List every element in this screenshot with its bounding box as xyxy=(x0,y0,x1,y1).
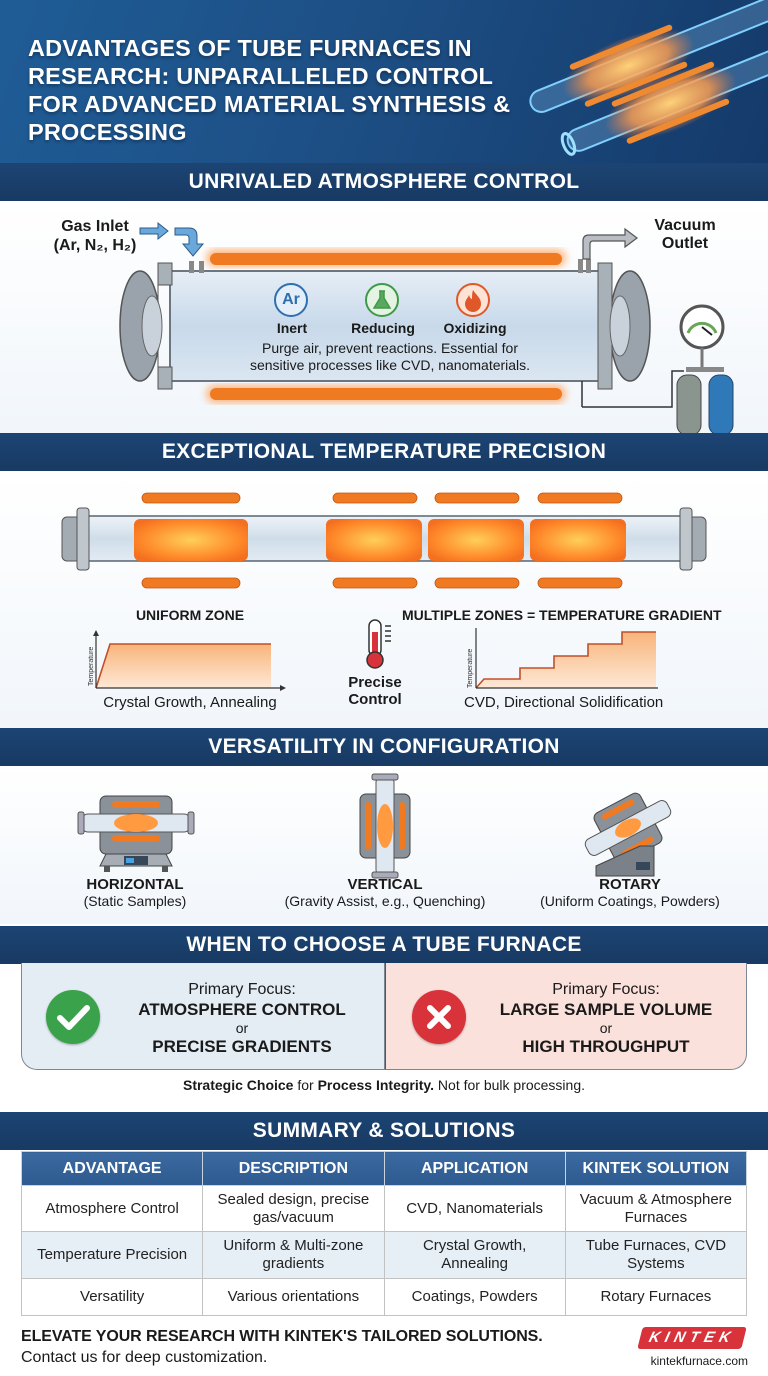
uniform-zone-caption: Crystal Growth, Annealing xyxy=(103,694,277,711)
table-cell: Atmosphere Control xyxy=(20,1185,204,1232)
config-name-rotary: ROTARY xyxy=(599,876,661,893)
config-desc-horizontal: (Static Samples) xyxy=(83,893,187,909)
uniform-zone-title: UNIFORM ZONE xyxy=(135,607,245,623)
no-focus-label: Primary Focus: xyxy=(552,981,660,998)
no-focus-line1: LARGE SAMPLE VOLUME xyxy=(499,1000,713,1019)
svg-text:Temperature: Temperature xyxy=(467,649,474,688)
horizontal-furnace-icon xyxy=(77,795,195,872)
heating-zone xyxy=(326,519,422,561)
yes-focus-line1: ATMOSPHERE CONTROL xyxy=(138,1000,346,1019)
config-desc-vertical: (Gravity Assist, e.g., Quenching) xyxy=(284,893,486,909)
multi-zone-caption: CVD, Directional Solidification xyxy=(464,694,664,711)
flask-icon xyxy=(365,283,399,317)
argon-icon: Ar xyxy=(274,283,308,317)
gradient-zone-chart: Temperature xyxy=(467,628,658,689)
rotary-furnace-icon xyxy=(584,792,672,877)
vacuum-outlet-arrow-icon xyxy=(582,227,638,260)
table-row: Temperature Precision Uniform & Multi-zo… xyxy=(20,1231,748,1279)
choose-note: Strategic Choice for Process Integrity. … xyxy=(182,1077,586,1093)
gas-cylinder-icon xyxy=(676,374,702,433)
mode-label-inert: Inert xyxy=(276,320,308,336)
kintek-logo[interactable]: KINTEK xyxy=(637,1327,747,1349)
thermometer-icon xyxy=(366,619,391,669)
table-cell: Uniform & Multi-zone gradients xyxy=(202,1231,385,1279)
heating-zone xyxy=(134,519,248,561)
table-row: Atmosphere Control Sealed design, precis… xyxy=(20,1185,748,1232)
hero-banner: ADVANTAGES OF TUBE FURNACES IN RESEARCH:… xyxy=(0,0,768,163)
no-or: or xyxy=(599,1020,613,1036)
heating-zone xyxy=(530,519,626,561)
svg-text:Temperature: Temperature xyxy=(88,647,95,686)
table-cell: Various orientations xyxy=(202,1278,385,1316)
website-link[interactable]: kintekfurnace.com xyxy=(650,1354,748,1368)
glowing-tubes-illustration xyxy=(529,0,768,156)
choose-yes-panel: Primary Focus: ATMOSPHERE CONTROL or PRE… xyxy=(21,963,385,1070)
cross-icon xyxy=(412,990,466,1044)
yes-focus-label: Primary Focus: xyxy=(188,981,296,998)
table-header-row: ADVANTAGE DESCRIPTION APPLICATION KINTEK… xyxy=(20,1151,748,1186)
heating-zone xyxy=(428,519,524,561)
footer-subtext: Contact us for deep customization. xyxy=(21,1349,268,1366)
table-cell: Temperature Precision xyxy=(20,1231,204,1279)
column-header: APPLICATION xyxy=(383,1151,566,1186)
yes-or: or xyxy=(235,1020,249,1036)
mode-label-reducing: Reducing xyxy=(351,320,415,336)
gas-inlet-label: Gas Inlet (Ar, N₂, H₂) xyxy=(53,218,137,254)
gas-inlet-arrow-icon xyxy=(139,221,169,241)
section-heading-temperature: EXCEPTIONAL TEMPERATURE PRECISION xyxy=(0,433,768,471)
precise-control-label: Precise Control xyxy=(348,674,402,708)
multi-zone-title: MULTIPLE ZONES = TEMPERATURE GRADIENT xyxy=(402,607,722,623)
mode-label-oxidizing: Oxidizing xyxy=(443,320,507,336)
section-heading-choose: WHEN TO CHOOSE A TUBE FURNACE xyxy=(0,926,768,964)
config-name-vertical: VERTICAL xyxy=(347,876,423,893)
page-title: ADVANTAGES OF TUBE FURNACES IN RESEARCH:… xyxy=(28,35,511,145)
column-header: DESCRIPTION xyxy=(202,1151,385,1186)
vacuum-outlet-label: Vacuum Outlet xyxy=(654,217,716,252)
table-cell: Sealed design, precise gas/vacuum xyxy=(202,1185,385,1232)
uniform-zone-chart: Temperature xyxy=(88,630,286,691)
table-cell: Versatility xyxy=(20,1278,204,1316)
config-name-horizontal: HORIZONTAL xyxy=(86,876,184,893)
table-row: Versatility Various orientations Coating… xyxy=(20,1278,748,1316)
column-header: KINTEK SOLUTION xyxy=(564,1151,748,1186)
section-heading-versatility: VERSATILITY IN CONFIGURATION xyxy=(0,728,768,766)
column-header: ADVANTAGE xyxy=(20,1151,204,1186)
footer-cta: ELEVATE YOUR RESEARCH WITH KINTEK'S TAIL… xyxy=(21,1328,543,1345)
no-focus-line2: HIGH THROUGHPUT xyxy=(522,1037,690,1056)
atmosphere-tube-diagram xyxy=(119,221,734,433)
yes-focus-line2: PRECISE GRADIENTS xyxy=(152,1037,332,1056)
atmosphere-description: Purge air, prevent reactions. Essential … xyxy=(249,340,531,373)
vertical-furnace-icon xyxy=(359,773,411,879)
table-cell: Coatings, Powders xyxy=(383,1278,566,1316)
table-cell: Crystal Growth, Annealing xyxy=(383,1231,566,1279)
gas-cylinder-icon xyxy=(708,374,734,433)
section-heading-atmosphere: UNRIVALED ATMOSPHERE CONTROL xyxy=(0,163,768,201)
table-cell: CVD, Nanomaterials xyxy=(383,1185,566,1232)
choose-no-panel: Primary Focus: LARGE SAMPLE VOLUME or HI… xyxy=(385,963,747,1070)
multi-zone-tube-diagram xyxy=(61,492,707,589)
table-cell: Vacuum & Atmosphere Furnaces xyxy=(564,1185,748,1232)
config-desc-rotary: (Uniform Coatings, Powders) xyxy=(540,893,720,909)
summary-table: ADVANTAGE DESCRIPTION APPLICATION KINTEK… xyxy=(20,1151,748,1316)
flame-icon xyxy=(456,283,490,317)
table-cell: Tube Furnaces, CVD Systems xyxy=(564,1231,748,1279)
section-heading-summary: SUMMARY & SOLUTIONS xyxy=(0,1112,768,1150)
table-cell: Rotary Furnaces xyxy=(564,1278,748,1316)
checkmark-icon xyxy=(46,990,100,1044)
